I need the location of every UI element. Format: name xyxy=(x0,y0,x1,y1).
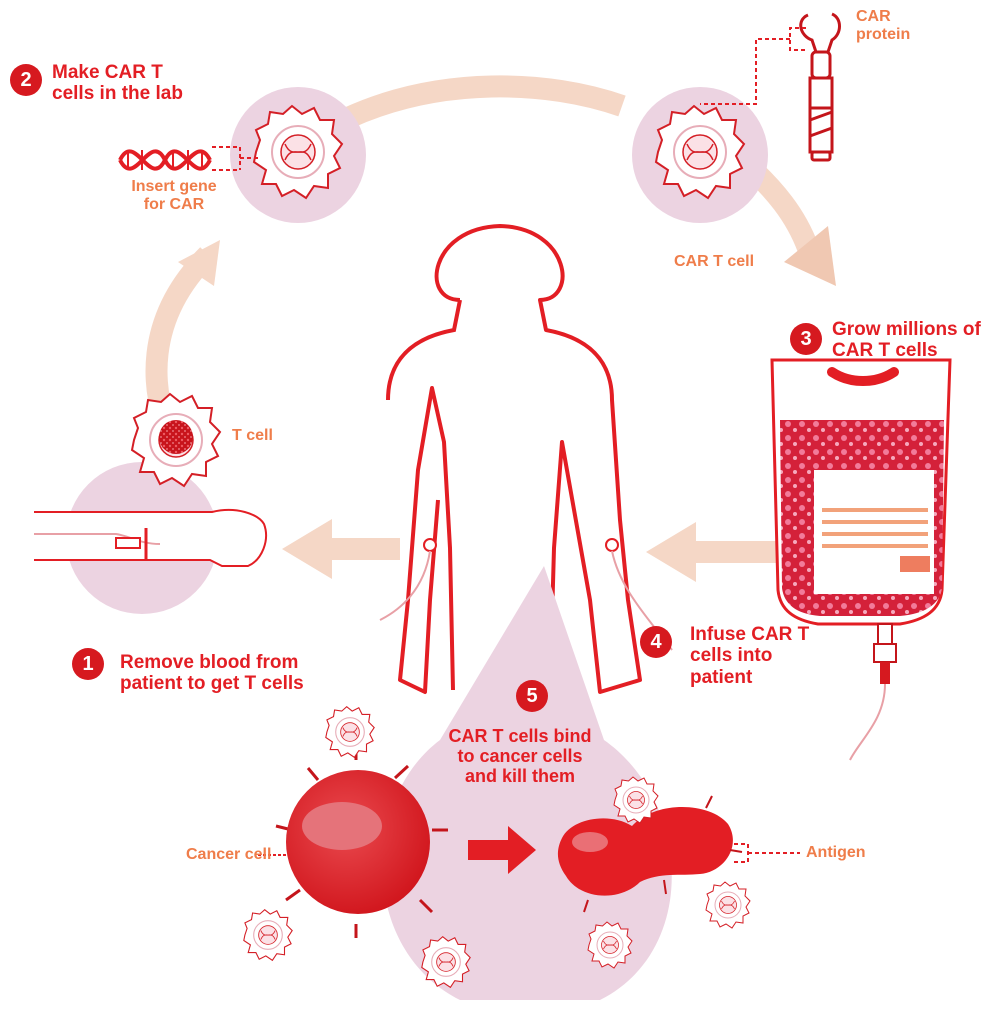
step-2-badge: 2 xyxy=(10,64,42,96)
step-5-badge: 5 xyxy=(516,680,548,712)
insert-gene-label: Insert gene for CAR xyxy=(119,178,229,214)
step-3-label: Grow millions of CAR T cells xyxy=(832,319,982,362)
iv-bag-icon xyxy=(772,360,950,760)
step-3-badge: 3 xyxy=(790,323,822,355)
t-cell-label: T cell xyxy=(232,427,302,445)
step-4-label: Infuse CAR T cells into patient xyxy=(690,624,820,688)
car-t-cell-circle xyxy=(632,87,768,223)
car-protein-label: CAR protein xyxy=(856,8,936,44)
dna-icon xyxy=(120,150,210,170)
car-protein-icon xyxy=(801,14,840,160)
step-4-badge: 4 xyxy=(640,626,672,658)
t-cell-icon xyxy=(132,394,220,486)
step-1-label: Remove blood from patient to get T cells xyxy=(120,652,340,695)
car-t-cell-label: CAR T cell xyxy=(674,253,794,271)
step-2-label: Make CAR T cells in the lab xyxy=(52,62,202,105)
antigen-pointer xyxy=(734,844,800,862)
step-1-badge: 1 xyxy=(72,648,104,680)
cycle-arrow-step2-to-car-t xyxy=(348,86,622,118)
arm-icon xyxy=(34,462,266,614)
lab-t-cell-circle xyxy=(230,87,366,223)
cancer-cell-label: Cancer cell xyxy=(186,846,296,864)
arrow-bag-to-arm xyxy=(646,522,778,582)
antigen-label: Antigen xyxy=(806,844,896,862)
arrow-body-to-blood-draw xyxy=(282,519,400,579)
step-5-label: CAR T cells bind to cancer cells and kil… xyxy=(440,726,600,786)
